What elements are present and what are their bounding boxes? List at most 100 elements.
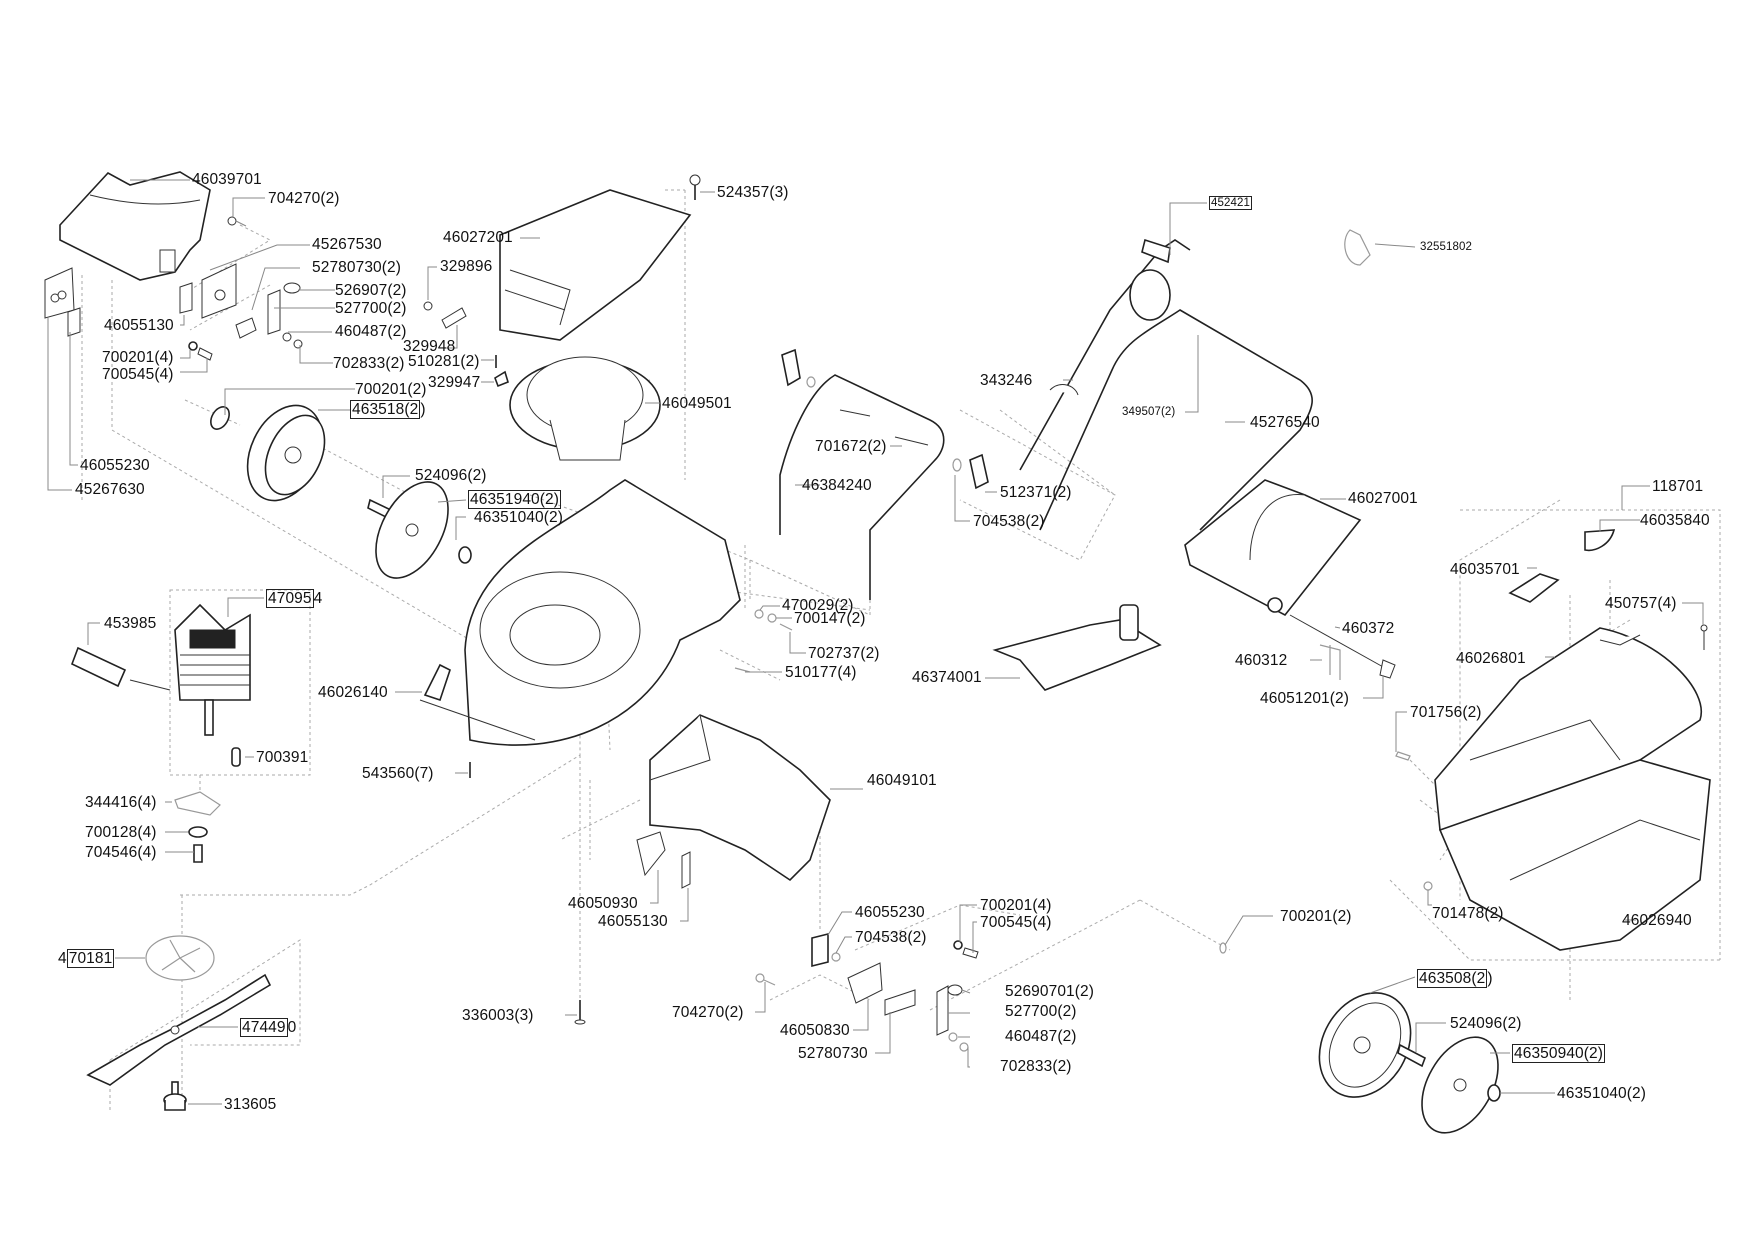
lever-parts[interactable] [235, 282, 303, 349]
callout-118701[interactable]: 118701 [1652, 478, 1704, 495]
wheel-axle-bolt-524096-right[interactable] [1397, 1043, 1426, 1068]
mower-deck-46026140[interactable] [419, 479, 741, 746]
callout-52780730[interactable]: 52780730(2) [312, 259, 402, 276]
washer-700201-right[interactable] [1219, 942, 1227, 954]
callout-524357[interactable]: 524357(3) [717, 184, 789, 201]
callout-704538[interactable]: 704538(2) [973, 513, 1045, 530]
callout-349507[interactable]: 349507(2) [1122, 406, 1176, 418]
callout-460487-lower[interactable]: 460487(2) [1005, 1028, 1077, 1045]
callout-700201-2-lower[interactable]: 700201(2) [1280, 908, 1352, 925]
callout-526907[interactable]: 526907(2) [335, 282, 407, 299]
callout-46026140[interactable]: 46026140 [318, 684, 388, 701]
callout-46384240[interactable]: 46384240 [802, 477, 872, 494]
callout-702737[interactable]: 702737(2) [808, 645, 880, 662]
rear-door-46027001[interactable] [1184, 479, 1362, 617]
rear-wheel-463518[interactable] [207, 393, 337, 512]
callout-46351040[interactable]: 46351040(2) [474, 509, 564, 526]
fan-housing-46049501[interactable] [509, 356, 661, 461]
screw-704270[interactable] [227, 216, 247, 227]
hubcap-46351940[interactable] [361, 470, 472, 590]
cable-clip-343246[interactable] [1049, 384, 1079, 396]
callout-46035840[interactable]: 46035840 [1640, 512, 1710, 529]
plates-46050930-46055130[interactable] [636, 831, 691, 889]
callout-453985[interactable]: 453985 [104, 615, 157, 632]
callout-527700-lower[interactable]: 527700(2) [1005, 1003, 1077, 1020]
callout-46027001[interactable]: 46027001 [1348, 490, 1418, 507]
callout-524096-lower[interactable]: 524096(2) [1450, 1015, 1522, 1032]
callout-700545-4-lower[interactable]: 700545(4) [980, 914, 1052, 931]
blade-bolt-313605[interactable] [163, 1081, 187, 1111]
rear-wheel-463508[interactable] [1301, 976, 1429, 1113]
bracket-46055130[interactable] [179, 282, 193, 314]
grass-guide-46374001[interactable] [992, 604, 1162, 691]
callout-329896[interactable]: 329896 [440, 258, 493, 275]
callout-45267630[interactable]: 45267630 [75, 481, 145, 498]
nut-701478[interactable] [1423, 881, 1433, 891]
callout-510177[interactable]: 510177(4) [785, 664, 857, 681]
callout-524096[interactable]: 524096(2) [415, 467, 487, 484]
height-adjust-plate-45267630[interactable] [44, 267, 75, 319]
motor-cover-46027201[interactable] [499, 189, 692, 341]
callout-463508[interactable]: 463508(2) [1417, 969, 1493, 988]
callout-700201-4[interactable]: 700201(4) [102, 349, 174, 366]
callout-460312[interactable]: 460312 [1235, 652, 1288, 669]
callout-46055230[interactable]: 46055230 [80, 457, 150, 474]
motor-470954[interactable] [174, 603, 251, 736]
screw-524357[interactable] [689, 174, 701, 200]
callout-700147[interactable]: 700147(2) [794, 610, 866, 627]
callout-527700[interactable]: 527700(2) [335, 300, 407, 317]
hinge-rod-460372[interactable] [1289, 614, 1396, 679]
cable-hook-32551802[interactable] [1344, 229, 1371, 266]
callout-702833[interactable]: 702833(2) [333, 355, 405, 372]
callout-52780730-lower[interactable]: 52780730 [798, 1045, 868, 1062]
height-adjust-plate-45267530[interactable] [201, 263, 237, 319]
callout-46351940[interactable]: 46351940(2) [468, 490, 562, 509]
callout-45267530[interactable]: 45267530 [312, 236, 382, 253]
callout-700391[interactable]: 700391 [256, 749, 309, 766]
callout-452421[interactable]: 452421 [1209, 196, 1252, 210]
rear-guard-46049101[interactable] [649, 714, 831, 882]
callout-329947[interactable]: 329947 [428, 374, 481, 391]
screw-701756[interactable] [1395, 751, 1411, 761]
hubcap-46350940[interactable] [1406, 1024, 1513, 1146]
small-hardware-3299xx[interactable] [423, 301, 509, 388]
callout-329948[interactable]: 329948 [403, 338, 456, 355]
callout-46026940[interactable]: 46026940 [1622, 912, 1692, 929]
blade-474490[interactable] [86, 973, 272, 1086]
callout-313605[interactable]: 313605 [224, 1096, 277, 1113]
bracket-46055230[interactable] [67, 307, 81, 337]
callout-700201-2[interactable]: 700201(2) [355, 381, 427, 398]
callout-470029[interactable]: 470029(2) [782, 597, 854, 614]
callout-52690701[interactable]: 52690701(2) [1005, 983, 1095, 1000]
lower-handle-46384240[interactable] [779, 374, 945, 600]
bag-handle-cover-46035701[interactable] [1508, 573, 1560, 603]
callout-45276540[interactable]: 45276540 [1250, 414, 1320, 431]
callout-46049501[interactable]: 46049501 [662, 395, 732, 412]
callout-460487[interactable]: 460487(2) [335, 323, 407, 340]
callout-46035701[interactable]: 46035701 [1450, 561, 1520, 578]
callout-46055130-lower[interactable]: 46055130 [598, 913, 668, 930]
callout-344416[interactable]: 344416(4) [85, 794, 157, 811]
deck-hardware-470029[interactable] [734, 609, 793, 673]
bag-indicator-46035840[interactable] [1584, 529, 1616, 552]
callout-32551802[interactable]: 32551802 [1420, 241, 1472, 253]
key-700391[interactable] [231, 747, 241, 767]
callout-704546[interactable]: 704546(4) [85, 844, 157, 861]
motor-mount-hardware[interactable] [174, 791, 221, 863]
callout-46049101[interactable]: 46049101 [867, 772, 937, 789]
switch-box-452421[interactable] [1129, 238, 1171, 321]
callout-700201-4-lower[interactable]: 700201(4) [980, 897, 1052, 914]
rear-flap-46039701[interactable] [59, 171, 211, 281]
spring-460312[interactable] [1319, 644, 1341, 680]
callout-701672[interactable]: 701672(2) [815, 438, 887, 455]
callout-702833-lower[interactable]: 702833(2) [1000, 1058, 1072, 1075]
grass-bag-top-46026801[interactable] [1434, 627, 1703, 856]
screw-704270-right[interactable] [755, 973, 776, 986]
callout-700545-4[interactable]: 700545(4) [102, 366, 174, 383]
callout-46055230-lower[interactable]: 46055230 [855, 904, 925, 921]
plates-46055230-46050830[interactable] [811, 932, 969, 1052]
callout-701756[interactable]: 701756(2) [1410, 704, 1482, 721]
fan-470181[interactable] [145, 935, 215, 981]
